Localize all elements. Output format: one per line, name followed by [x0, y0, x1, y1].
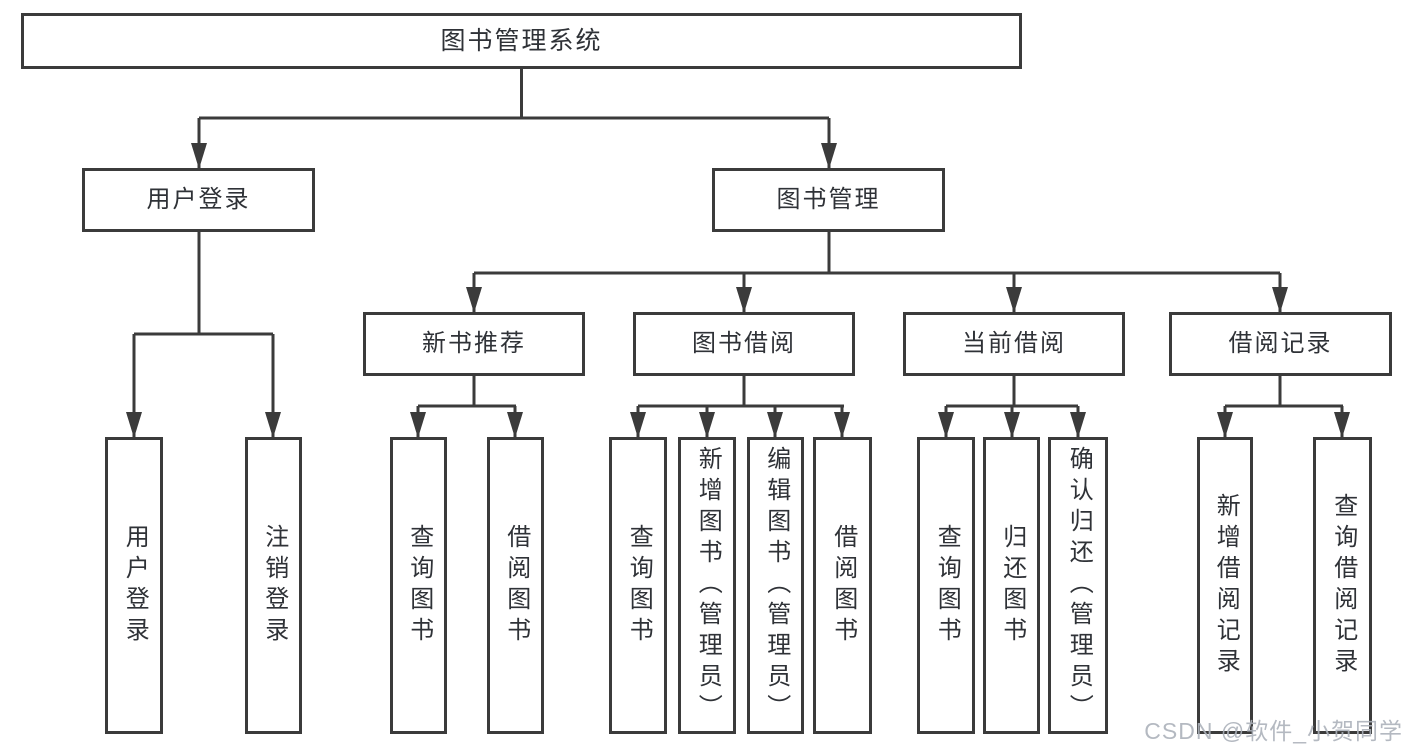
node-label: 图书管理	[776, 186, 881, 213]
node-user-login: 用户登录	[82, 168, 315, 232]
leaf-user-login: 用户登录	[105, 437, 163, 734]
node-book-borrowing: 图书借阅	[633, 312, 855, 376]
node-label: 图书管理系统	[440, 26, 603, 55]
node-label: 借阅图书	[829, 523, 857, 648]
node-label: 借阅记录	[1228, 330, 1333, 357]
node-current-borrowing: 当前借阅	[903, 312, 1125, 376]
node-label: 查询图书	[933, 523, 961, 648]
connector-trunks	[134, 69, 1343, 408]
node-label: 确认归还（管理员）	[1065, 446, 1093, 725]
node-label: 注销登录	[260, 523, 288, 648]
node-library-management-system: 图书管理系统	[21, 13, 1022, 69]
node-book-management: 图书管理	[712, 168, 945, 232]
leaf-query-books: 查询图书	[917, 437, 975, 734]
leaf-add-borrow-record: 新增借阅记录	[1197, 437, 1253, 734]
leaf-add-books-admin: 新增图书（管理员）	[678, 437, 736, 734]
node-label: 新书推荐	[422, 330, 526, 357]
node-label: 归还图书	[998, 523, 1026, 648]
leaf-edit-books-admin: 编辑图书（管理员）	[747, 437, 804, 734]
watermark-csdn: CSDN @软件_小贺同学	[1144, 718, 1403, 744]
node-label: 借阅图书	[502, 523, 530, 648]
leaf-borrow-books: 借阅图书	[487, 437, 544, 734]
node-new-book-recommendation: 新书推荐	[363, 312, 585, 376]
leaf-query-books: 查询图书	[390, 437, 447, 734]
node-label: 新增图书（管理员）	[694, 446, 722, 725]
leaf-confirm-return-admin: 确认归还（管理员）	[1048, 437, 1108, 734]
node-label: 用户登录	[146, 186, 251, 213]
node-label: 编辑图书（管理员）	[762, 446, 790, 725]
node-label: 查询图书	[625, 523, 653, 648]
leaf-query-books: 查询图书	[609, 437, 667, 734]
node-label: 图书借阅	[692, 330, 796, 357]
node-label: 当前借阅	[962, 330, 1066, 357]
node-label: 查询借阅记录	[1329, 492, 1357, 679]
node-borrowing-records: 借阅记录	[1169, 312, 1392, 376]
node-label: 查询图书	[405, 523, 433, 648]
leaf-query-borrow-record: 查询借阅记录	[1313, 437, 1372, 734]
node-label: 用户登录	[121, 523, 149, 648]
node-label: 新增借阅记录	[1212, 492, 1240, 679]
leaf-logout: 注销登录	[245, 437, 302, 734]
leaf-return-books: 归还图书	[983, 437, 1040, 734]
leaf-borrow-books: 借阅图书	[813, 437, 872, 734]
